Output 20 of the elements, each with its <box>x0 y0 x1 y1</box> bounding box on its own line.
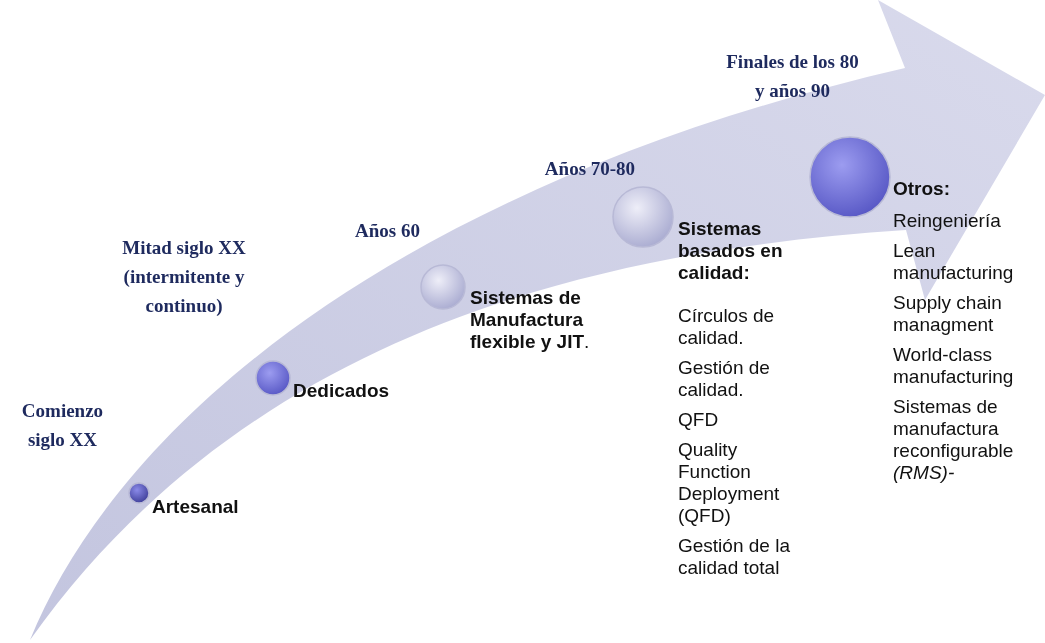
stage-title: Sistemas de Manufactura flexible y JIT. <box>470 287 591 353</box>
period-label: Años 60 <box>354 219 421 243</box>
list-item: Círculos de calidad. <box>678 305 776 349</box>
stage-title: Artesanal <box>152 496 240 518</box>
list-item: Supply chain managment <box>893 292 1003 336</box>
list-item: Gestión de la calidad total <box>678 535 791 579</box>
list-item: Quality Function Deployment (QFD) <box>678 439 781 527</box>
list-item: Lean manufacturing <box>893 240 1015 284</box>
list-item: World-class manufacturing <box>893 344 1015 388</box>
period-label: Mitad siglo XX (intermitente y continuo) <box>121 236 247 318</box>
period-label: Finales de los 80 y años 90 <box>725 50 860 103</box>
list-item: Sistemas de manufactura reconfigurable (RMS)- <box>893 396 1015 484</box>
stage-title: Otros: <box>893 178 951 200</box>
list-item: Gestión de calidad. <box>678 357 771 401</box>
stage-title: Sistemas basados en calidad: <box>678 218 784 284</box>
list-item: Reingeniería <box>893 210 1002 232</box>
stage-title: Dedicados <box>293 380 391 402</box>
period-label: Años 70-80 <box>543 157 637 181</box>
list-item: QFD <box>678 409 720 431</box>
period-label: Comienzo siglo XX <box>20 399 105 452</box>
